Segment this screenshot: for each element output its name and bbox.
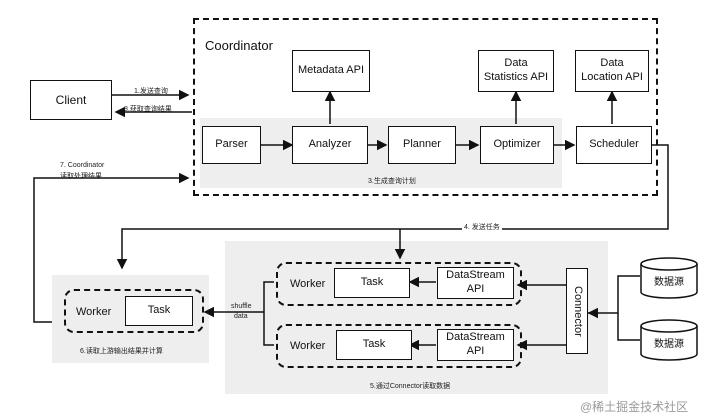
metadata-api-box: Metadata API xyxy=(292,50,370,92)
coordinator-title: Coordinator xyxy=(205,38,273,53)
watermark: @稀土掘金技术社区 xyxy=(580,400,689,414)
worker-group-2 xyxy=(276,324,522,368)
upstream-caption: 6.读取上游输出结果并计算 xyxy=(80,348,163,355)
datastream-api-2-line2: API xyxy=(466,345,485,357)
datasource-label-2: 数据源 xyxy=(654,339,684,350)
datastream-api-2-line1: DataStream xyxy=(446,331,505,344)
optimizer-box: Optimizer xyxy=(480,126,554,164)
upstream-task-box: Task xyxy=(125,296,193,326)
coordinator-read-label-line1: 7. Coordinator xyxy=(60,162,105,169)
coordinator-read-label-line2: 读取处理结果 xyxy=(60,173,102,180)
task-box-2: Task xyxy=(336,330,412,360)
coordinator-container xyxy=(193,18,658,196)
send-task-label: 4. 发送任务 xyxy=(462,222,502,232)
scheduler-box: Scheduler xyxy=(576,126,652,164)
upstream-worker-label: Worker xyxy=(76,306,112,318)
shuffle-label-line1: shuffle xyxy=(231,303,252,310)
plan-label: 3.生成查询计划 xyxy=(368,178,416,185)
datastream-api-box-2: DataStream API xyxy=(437,329,514,361)
datastream-api-1-line1: DataStream xyxy=(446,269,505,282)
data-location-api-line2: Location API xyxy=(581,71,643,83)
datasource-label-1: 数据源 xyxy=(654,277,684,288)
shuffle-label-line2: data xyxy=(234,313,248,320)
worker-label-1: Worker xyxy=(290,278,326,290)
task-box-1: Task xyxy=(334,268,410,298)
analyzer-box: Analyzer xyxy=(292,126,368,164)
datasource-cylinder-2 xyxy=(640,319,698,361)
datastream-api-box-1: DataStream API xyxy=(437,267,514,299)
connector-caption: 5.通过Connector读取数据 xyxy=(370,383,451,390)
worker-label-2: Worker xyxy=(290,340,326,352)
datasource-cylinder-1 xyxy=(640,257,698,299)
connector-panel xyxy=(225,241,608,394)
data-statistics-api-line1: Data xyxy=(504,57,528,70)
data-statistics-api-box: Data Statistics API xyxy=(478,50,554,92)
send-query-label: 1.发送查询 xyxy=(134,88,168,95)
planner-box: Planner xyxy=(388,126,456,164)
get-result-label: 8.获取查询结果 xyxy=(124,106,172,113)
worker-group-1 xyxy=(276,262,522,306)
client-box: Client xyxy=(30,80,112,120)
parser-box: Parser xyxy=(202,126,261,164)
connector-label: Connector xyxy=(571,285,584,337)
data-location-api-line1: Data xyxy=(600,57,624,70)
datastream-api-1-line2: API xyxy=(466,283,485,295)
data-location-api-box: Data Location API xyxy=(575,50,649,92)
data-statistics-api-line2: Statistics API xyxy=(483,71,549,83)
upstream-worker-group xyxy=(64,289,204,333)
connector-box: Connector xyxy=(566,268,588,354)
